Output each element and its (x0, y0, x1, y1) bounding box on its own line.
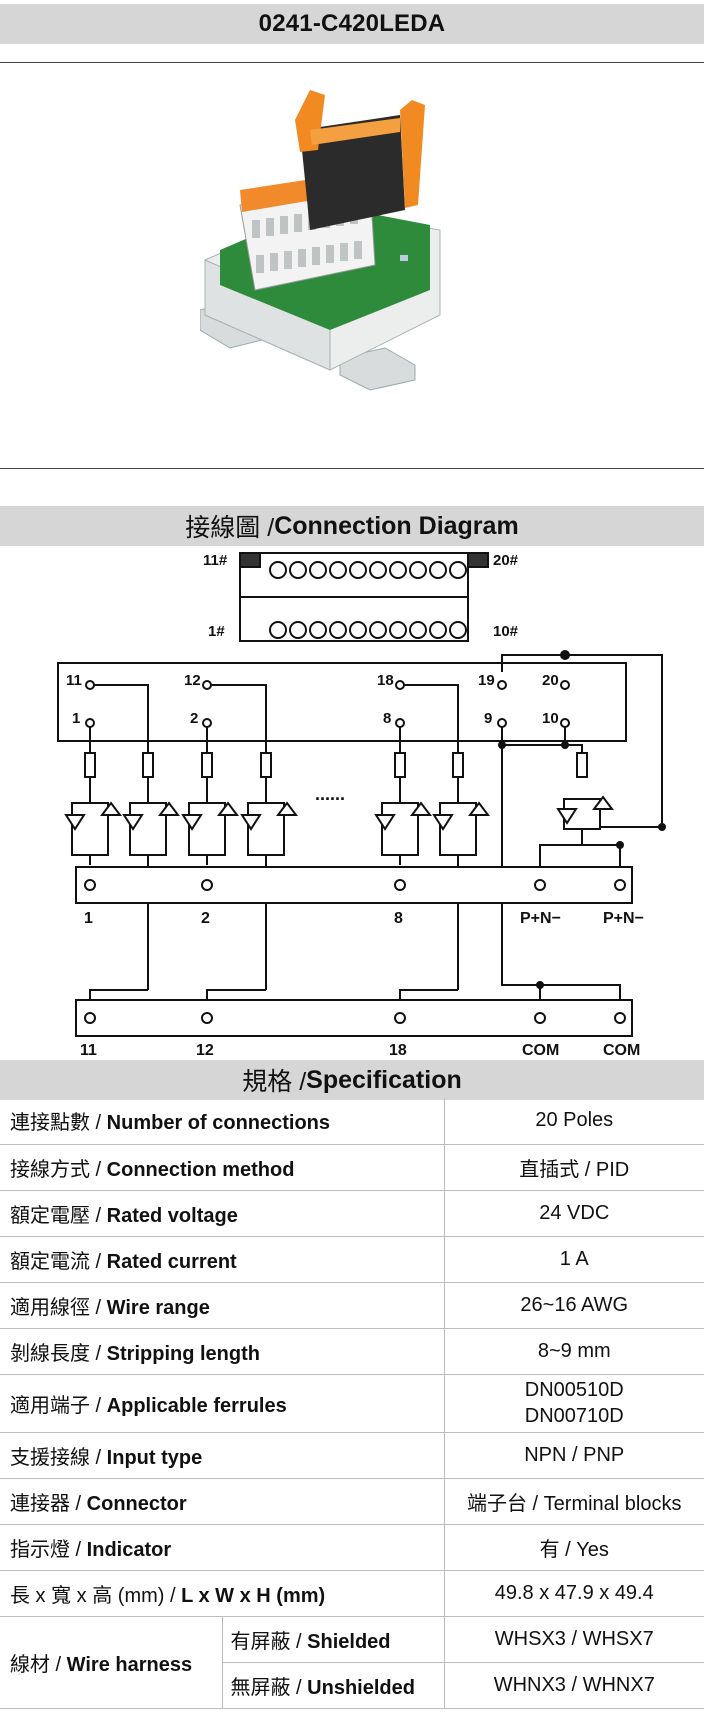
spec-row-input: 支援接線 / Input type NPN / PNP (0, 1432, 704, 1479)
spec-row-wire-range: 適用線徑 / Wire range 26~16 AWG (0, 1282, 704, 1329)
ellipsis: ...... (315, 784, 345, 804)
pin-label-10: 10# (493, 623, 519, 640)
spec-label: 適用線徑 / Wire range (0, 1282, 445, 1329)
divider (0, 468, 704, 469)
pcb-label-10: 10 (542, 710, 559, 727)
pcb-label-8: 8 (383, 710, 391, 727)
spec-value: 1 A (444, 1236, 704, 1283)
spec-label: 額定電壓 / Rated voltage (0, 1190, 445, 1237)
strip1-label-pn-b: P+N− (603, 910, 644, 927)
strip2-label-18: 18 (389, 1042, 407, 1059)
spec-label: 長 x 寬 x 高 (mm) / L x W x H (mm) (0, 1570, 445, 1617)
pin-label-1: 1# (208, 623, 225, 640)
spec-label: 接線方式 / Connection method (0, 1144, 445, 1191)
spec-label: 連接點數 / Number of connections (0, 1098, 445, 1145)
strip1-label-pn-a: P+N− (520, 910, 561, 927)
strip1-label-1: 1 (84, 910, 93, 927)
strip2-label-com-b: COM (603, 1042, 640, 1059)
spec-value: 直插式 / PID (444, 1144, 704, 1191)
strip1-label-8: 8 (394, 910, 403, 927)
spec-value: 端子台 / Terminal blocks (444, 1478, 704, 1525)
spec-row-connections: 連接點數 / Number of connections 20 Poles (0, 1098, 704, 1145)
spec-sublabel: 有屏蔽 / Shielded (222, 1616, 445, 1663)
spec-label: 支援接線 / Input type (0, 1432, 445, 1479)
spec-row-dimensions: 長 x 寬 x 高 (mm) / L x W x H (mm) 49.8 x 4… (0, 1570, 704, 1617)
spec-row-harness-unshielded: 無屏蔽 / Unshielded WHNX3 / WHNX7 (0, 1662, 704, 1709)
spec-label: 適用端子 / Applicable ferrules (0, 1374, 445, 1433)
pcb-label-9: 9 (484, 710, 492, 727)
spec-label: 線材 / Wire harness (0, 1616, 223, 1709)
pin-label-20: 20# (493, 552, 519, 569)
pcb-label-11: 11 (66, 672, 82, 689)
divider (0, 62, 704, 63)
spec-value: DN00510D DN00710D (444, 1374, 704, 1433)
spec-row-current: 額定電流 / Rated current 1 A (0, 1236, 704, 1283)
pcb-label-19: 19 (478, 672, 495, 689)
strip1-label-2: 2 (201, 910, 210, 927)
pcb-label-2: 2 (190, 710, 198, 727)
spec-row-method: 接線方式 / Connection method 直插式 / PID (0, 1144, 704, 1191)
pcb-label-12: 12 (184, 672, 201, 689)
strip2-label-11: 11 (80, 1042, 97, 1059)
pin-label-11: 11# (203, 552, 228, 569)
spec-row-harness-shielded: 線材 / Wire harness 有屏蔽 / Shielded WHSX3 /… (0, 1616, 704, 1709)
product-image (200, 90, 441, 391)
spec-section-header: 規格 / Specification (0, 1060, 704, 1100)
spec-row-ferrules: 適用端子 / Applicable ferrules DN00510D DN00… (0, 1374, 704, 1433)
spec-label: 指示燈 / Indicator (0, 1524, 445, 1571)
page-title: 0241-C420LEDA (0, 4, 704, 44)
spec-value: 有 / Yes (444, 1524, 704, 1571)
strip2-label-com-a: COM (522, 1042, 559, 1059)
diagram-section-header: 接線圖 / Connection Diagram (0, 506, 704, 546)
spec-value: WHNX3 / WHNX7 (444, 1662, 704, 1709)
spec-value: NPN / PNP (444, 1432, 704, 1479)
connection-diagram: 11# 20# 1# 10# (57, 552, 666, 1059)
spec-label: 剝線長度 / Stripping length (0, 1328, 445, 1375)
spec-value: WHSX3 / WHSX7 (444, 1616, 704, 1663)
spec-row-connector: 連接器 / Connector 端子台 / Terminal blocks (0, 1478, 704, 1525)
spec-table: 連接點數 / Number of connections 20 Poles 接線… (0, 1098, 704, 1709)
spec-sublabel: 無屏蔽 / Unshielded (222, 1662, 445, 1709)
spec-value: 20 Poles (444, 1098, 704, 1145)
spec-value: 24 VDC (444, 1190, 704, 1237)
spec-value: 49.8 x 47.9 x 49.4 (444, 1570, 704, 1617)
spec-label: 額定電流 / Rated current (0, 1236, 445, 1283)
pcb-label-18: 18 (377, 672, 394, 689)
spec-row-voltage: 額定電壓 / Rated voltage 24 VDC (0, 1190, 704, 1237)
pcb-label-20: 20 (542, 672, 559, 689)
strip2-label-12: 12 (196, 1042, 214, 1059)
spec-label: 連接器 / Connector (0, 1478, 445, 1525)
spec-value: 8~9 mm (444, 1328, 704, 1375)
pcb-label-1: 1 (72, 710, 80, 727)
spec-value: 26~16 AWG (444, 1282, 704, 1329)
spec-row-stripping: 剝線長度 / Stripping length 8~9 mm (0, 1328, 704, 1375)
spec-row-indicator: 指示燈 / Indicator 有 / Yes (0, 1524, 704, 1571)
